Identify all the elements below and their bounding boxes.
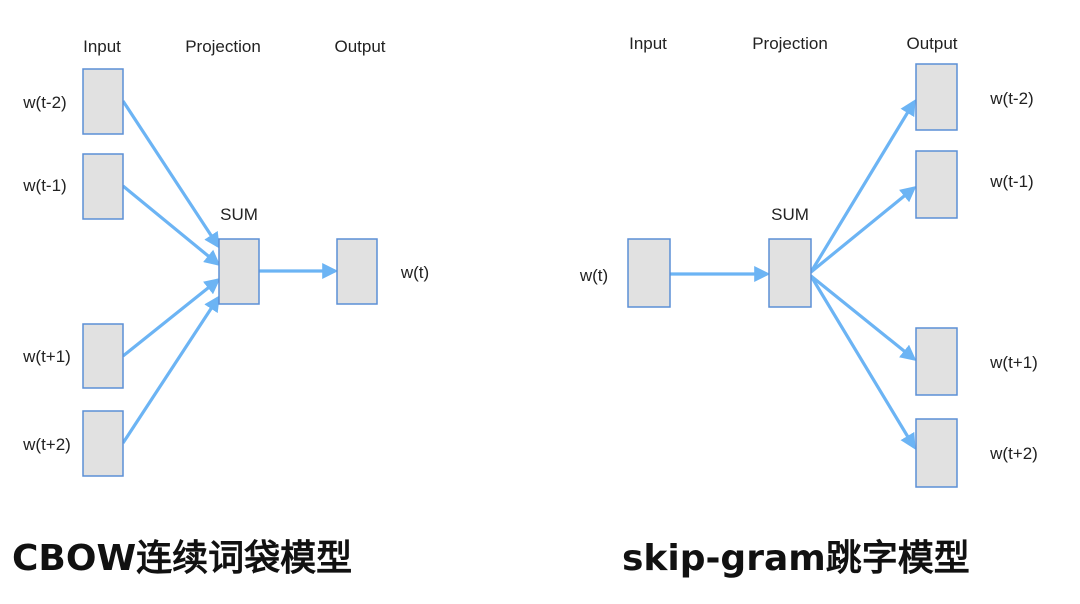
skipgram-output-header: Output xyxy=(906,34,957,53)
skipgram-arrow-output-1 xyxy=(809,99,916,273)
cbow-input-box-4 xyxy=(82,410,124,477)
cbow-arrow-input-1 xyxy=(121,100,220,249)
skipgram-output-label-1: w(t-2) xyxy=(989,89,1033,108)
cbow-sum-box xyxy=(218,238,260,305)
skipgram-output-box-3 xyxy=(915,327,958,396)
cbow-input-box-3 xyxy=(82,323,124,389)
cbow-output-header: Output xyxy=(334,37,385,56)
cbow-arrow-input-3 xyxy=(122,278,221,358)
skipgram-input-label: w(t) xyxy=(579,266,608,285)
skipgram-output-label-4: w(t+2) xyxy=(989,444,1038,463)
cbow-input-label-4: w(t+2) xyxy=(22,435,71,454)
cbow-input-header: Input xyxy=(83,37,121,56)
cbow-arrow-input-4 xyxy=(121,295,220,444)
skipgram-projection-header: Projection xyxy=(752,34,828,53)
skipgram-input-header: Input xyxy=(629,34,667,53)
skipgram-input-box xyxy=(627,238,671,308)
skipgram-output-label-3: w(t+1) xyxy=(989,353,1038,372)
skipgram-diagram: Input Projection Output SUM w(t) w(t-2) … xyxy=(579,34,1038,579)
cbow-arrow-input-2 xyxy=(121,184,221,267)
cbow-input-label-2: w(t-1) xyxy=(22,176,66,195)
cbow-caption: CBOW连续词袋模型 xyxy=(12,538,352,579)
skipgram-arrow-output-4 xyxy=(809,275,916,450)
cbow-diagram: Input Projection Output SUM w(t-2) w(t-1… xyxy=(12,37,429,579)
cbow-input-box-2 xyxy=(82,153,124,220)
cbow-input-label-1: w(t-2) xyxy=(22,93,66,112)
skipgram-output-box-1 xyxy=(915,63,958,131)
cbow-input-label-3: w(t+1) xyxy=(22,347,71,366)
skipgram-output-box-4 xyxy=(915,418,958,488)
skipgram-output-label-2: w(t-1) xyxy=(989,172,1033,191)
skipgram-arrow-output-3 xyxy=(809,274,917,362)
cbow-sum-label: SUM xyxy=(220,205,258,224)
skipgram-sum-box xyxy=(768,238,812,308)
skipgram-arrow-output-2 xyxy=(809,185,917,274)
skipgram-sum-label: SUM xyxy=(771,205,809,224)
cbow-input-box-1 xyxy=(82,68,124,135)
cbow-output-box xyxy=(336,238,378,305)
cbow-projection-header: Projection xyxy=(185,37,261,56)
cbow-output-label: w(t) xyxy=(400,263,429,282)
skipgram-output-box-2 xyxy=(915,150,958,219)
skipgram-caption: skip-gram跳字模型 xyxy=(622,538,970,579)
